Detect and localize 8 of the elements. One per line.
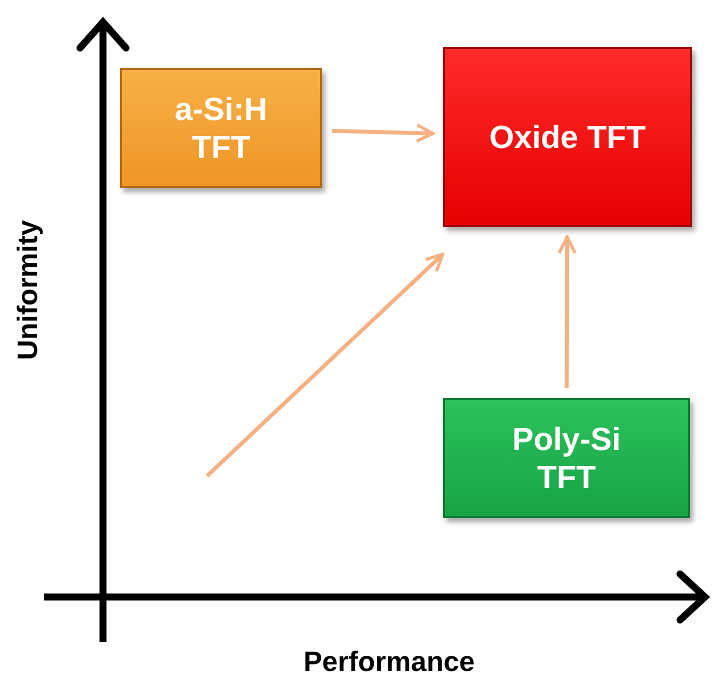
technology-box: Poly-Si TFT — [443, 398, 690, 518]
technology-box: Oxide TFT — [443, 47, 692, 227]
axis-title: Performance — [304, 646, 475, 678]
technology-box: a-Si:H TFT — [120, 68, 322, 188]
arrow — [332, 124, 435, 143]
arrow — [558, 235, 577, 388]
axis-title: Uniformity — [12, 220, 44, 360]
arrow — [206, 252, 444, 478]
